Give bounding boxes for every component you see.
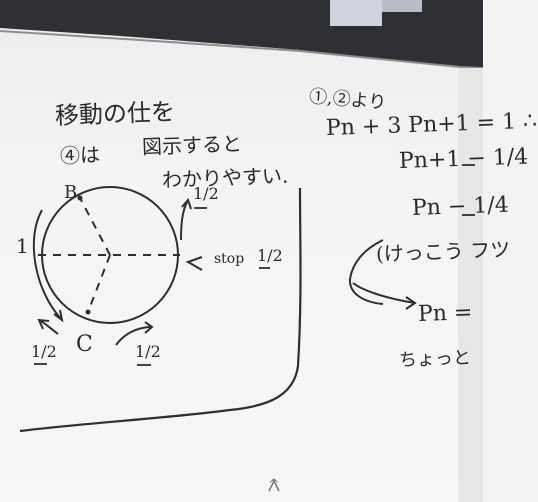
board-photo-overlay <box>0 0 484 502</box>
stop-label: stop <box>214 251 245 267</box>
lower-right-arrow <box>115 326 153 346</box>
equation-line-1: Pn + 3 Pn+1 = 1 ∴ <box>325 108 538 141</box>
divider-line <box>19 187 302 433</box>
ceiling-reflection <box>330 0 382 26</box>
lower-right-arrow-head <box>144 321 154 334</box>
lower-left-arrow-head <box>37 318 50 330</box>
ceiling-reflection-2 <box>382 0 422 12</box>
fraction-right: 1/2 <box>135 342 161 361</box>
point-c-label: C <box>76 332 93 357</box>
point-b-label: B <box>64 182 78 203</box>
right-arrow <box>352 282 416 304</box>
equation-line-3: Pn − 1/4 <box>411 192 510 221</box>
title-line-3: わかりやすい. <box>161 163 289 192</box>
right-bracket <box>348 239 384 305</box>
title-line-1: 移動の仕を <box>54 97 176 130</box>
point-c-dot <box>85 309 91 315</box>
right-edge-shadow <box>458 68 483 502</box>
equation-line-6: ちょっと <box>398 347 472 371</box>
fraction-up: 1/2 <box>193 184 219 203</box>
stop-arrow <box>185 256 203 271</box>
problem-label: ④は <box>59 142 101 168</box>
equation-line-4: (けっこう フツ <box>375 237 511 266</box>
whiteboard <box>0 0 483 502</box>
bottom-mark: ^ <box>268 477 280 493</box>
title-line-2: 図示すると <box>141 131 243 159</box>
right-up-arrow-head <box>181 198 192 210</box>
point-b-dot <box>77 195 83 201</box>
board-frame-line <box>0 30 484 69</box>
fraction-stop: 1/2 <box>257 246 283 265</box>
equation-line-2: Pn+1 − 1/4 <box>398 144 529 174</box>
dashed-to-c <box>87 254 111 313</box>
fraction-left: 1/2 <box>31 342 57 361</box>
one-label: 1 <box>16 234 29 258</box>
bottom-caret <box>268 479 280 492</box>
dashed-to-b <box>79 197 111 256</box>
left-curve-arrow-head <box>53 309 64 323</box>
right-arrow-head <box>405 296 417 310</box>
left-curve-arrow <box>32 209 63 321</box>
equation-line-5: Pn = <box>417 300 473 327</box>
